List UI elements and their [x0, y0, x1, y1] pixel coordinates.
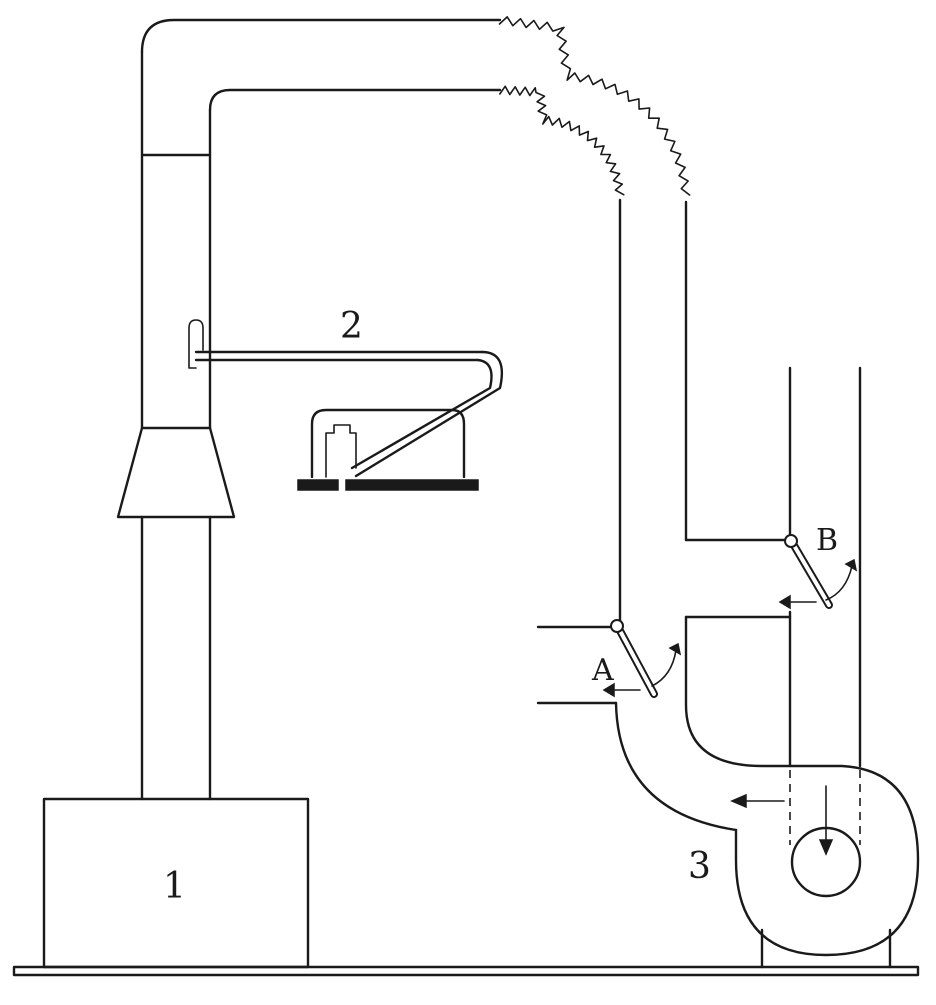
hood-funnel	[116, 426, 236, 519]
valve-b	[778, 534, 858, 610]
unit-3-fan	[684, 615, 920, 969]
probe-base-right	[345, 479, 479, 491]
fan-volute	[684, 615, 920, 957]
label-valve-a: A	[591, 653, 614, 688]
label-unit-3: 3	[688, 846, 711, 887]
exhaust-duct	[788, 366, 862, 768]
label-unit-1: 1	[163, 866, 186, 907]
inner-flexible-hose	[499, 85, 625, 196]
ground-base	[12, 965, 920, 977]
unit-2-probe	[188, 319, 504, 491]
probe-base-left	[297, 479, 339, 491]
vertical-stack	[116, 50, 236, 801]
label-valve-b: B	[816, 523, 838, 558]
inlet-duct	[536, 625, 738, 832]
outer-flexible-hose	[498, 16, 691, 196]
probe-stand	[310, 408, 466, 479]
inner-duct	[208, 85, 625, 627]
unit-1-box	[42, 797, 310, 969]
label-unit-2: 2	[340, 306, 363, 347]
valve-a	[602, 619, 682, 698]
outer-duct	[140, 16, 792, 542]
valve-b-swing-arrow	[825, 565, 853, 601]
valve-a-swing-arrow	[651, 649, 677, 687]
